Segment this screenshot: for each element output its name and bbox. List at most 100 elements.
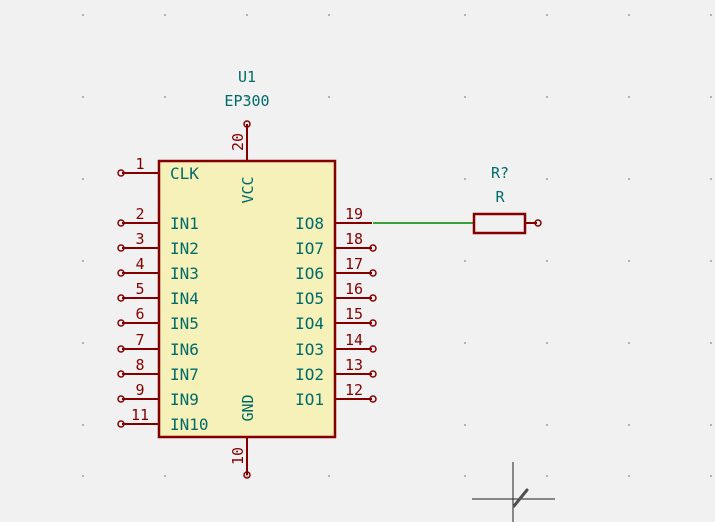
pin-number: 3: [135, 230, 144, 248]
pin-name: IO5: [295, 289, 324, 308]
grid-dot: [628, 475, 630, 477]
pin-number: 7: [135, 331, 144, 349]
pin-number: 11: [131, 406, 149, 424]
resistor-body[interactable]: [472, 212, 527, 235]
grid-dot: [628, 96, 630, 98]
grid-dot: [328, 14, 330, 16]
resistor-value: R: [495, 188, 505, 206]
pin-number: 4: [135, 255, 144, 273]
grid-dot: [710, 178, 712, 180]
pin-number: 2: [135, 205, 144, 223]
grid-dot: [82, 424, 84, 426]
grid-dot: [464, 260, 466, 262]
pin-number: 17: [345, 255, 363, 273]
grid-dot: [546, 424, 548, 426]
pin-name: IO4: [295, 314, 324, 333]
grid-dot: [710, 260, 712, 262]
grid-dot: [546, 260, 548, 262]
grid-dot: [464, 342, 466, 344]
pin-number: 5: [135, 280, 144, 298]
grid-dot: [628, 178, 630, 180]
u1-body[interactable]: [157, 159, 337, 439]
grid-dot: [464, 475, 466, 477]
pin-number: 13: [345, 356, 363, 374]
grid-dot: [246, 96, 248, 98]
pin-number: 19: [345, 205, 363, 223]
resistor-pin-end[interactable]: [534, 219, 542, 227]
resistor-reference: R?: [491, 164, 509, 182]
pin-number: 15: [345, 305, 363, 323]
pin-name: IO3: [295, 340, 324, 359]
grid-dot: [710, 342, 712, 344]
grid-dot: [546, 342, 548, 344]
grid-dot: [546, 475, 548, 477]
crosshair-cursor-icon: [472, 462, 555, 522]
pin-name: IN5: [170, 314, 199, 333]
pin-number: 1: [135, 155, 144, 173]
grid-dot: [546, 178, 548, 180]
pin-name: IN6: [170, 340, 199, 359]
pin-vcc[interactable]: 20 VCC: [229, 120, 257, 204]
pin-gnd[interactable]: 10 GND: [229, 394, 257, 479]
grid-dot: [628, 424, 630, 426]
pin-gnd-number: 10: [229, 447, 247, 465]
grid-dot: [464, 96, 466, 98]
pin-number: 12: [345, 381, 363, 399]
pin-name: IN1: [170, 214, 199, 233]
pin-gnd-name: GND: [239, 394, 257, 421]
grid-dot: [82, 178, 84, 180]
pin-name: IO8: [295, 214, 324, 233]
grid-dots: [82, 14, 712, 477]
grid-dot: [710, 424, 712, 426]
grid-dot: [164, 96, 166, 98]
grid-dot: [546, 14, 548, 16]
grid-dot: [546, 96, 548, 98]
pin-name: IN10: [170, 415, 209, 434]
grid-dot: [246, 475, 248, 477]
grid-dot: [628, 342, 630, 344]
grid-dot: [164, 475, 166, 477]
grid-dot: [464, 424, 466, 426]
pin-number: 6: [135, 305, 144, 323]
grid-dot: [710, 96, 712, 98]
grid-dot: [464, 14, 466, 16]
grid-dot: [82, 342, 84, 344]
pin-name: IO2: [295, 365, 324, 384]
u1-reference: U1: [238, 68, 256, 86]
pin-number: 16: [345, 280, 363, 298]
u1-value: EP300: [224, 92, 269, 110]
pin-number: 14: [345, 331, 363, 349]
grid-dot: [328, 475, 330, 477]
pin-name: CLK: [170, 164, 199, 183]
pin-name: IO1: [295, 390, 324, 409]
pin-name: IN3: [170, 264, 199, 283]
grid-dot: [164, 14, 166, 16]
pin-name: IO7: [295, 239, 324, 258]
grid-dot: [710, 475, 712, 477]
pin-number: 9: [135, 381, 144, 399]
grid-dot: [710, 14, 712, 16]
resistor-symbol[interactable]: R? R: [472, 164, 542, 235]
grid-dot: [246, 14, 248, 16]
